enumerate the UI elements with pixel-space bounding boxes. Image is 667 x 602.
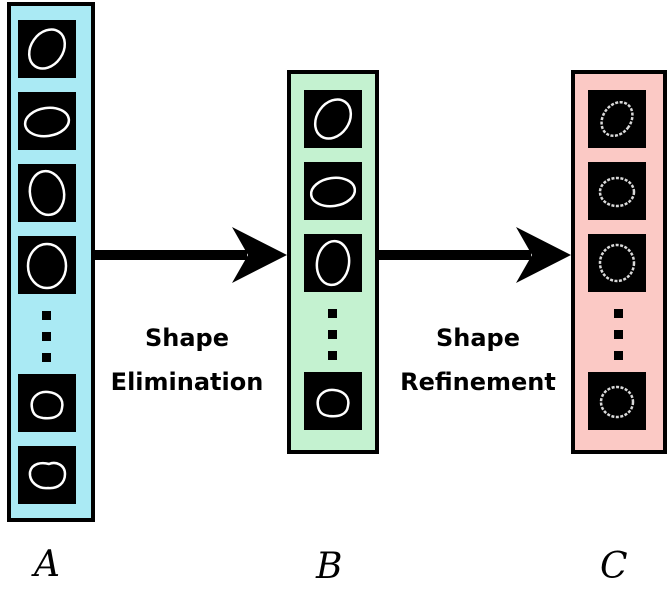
shape-tile [304,372,362,430]
shape-tile [18,164,76,222]
shape-tile [304,234,362,292]
ellipsis-dot [42,332,51,341]
shape-tile [18,20,76,78]
contour-shape [316,388,350,418]
column-label-c: C [600,546,628,587]
arrow-a-to-b [95,227,287,283]
shape-tile [18,92,76,150]
ellipsis-dot [42,353,51,362]
contour-shape [28,461,67,490]
contour-shape [598,176,636,208]
ellipsis-dot [328,330,337,339]
ellipsis-dot [614,309,623,318]
column-label-b: B [316,546,343,587]
contour-shape [600,100,634,138]
label-line: Elimination [110,368,264,396]
ellipsis-dot [614,330,623,339]
shape-tile [304,90,362,148]
contour-shape [598,243,636,283]
shape-tile [304,162,362,220]
column-c-panel [571,70,667,454]
shape-tile [588,234,646,292]
contour-shape [30,390,64,420]
contour-shape [23,106,71,138]
ellipsis-dot [328,351,337,360]
contour-shape [27,28,67,70]
shape-tile [588,162,646,220]
column-b-panel [287,70,379,454]
contour-shape [309,176,357,208]
label-line: Shape [144,324,230,352]
shape-tile [18,446,76,504]
contour-shape [28,169,66,217]
contour-shape [315,239,351,287]
shape-tile [18,236,76,294]
label-line: Shape [435,324,521,352]
column-a-panel [7,2,95,522]
shape-refinement-label: Shape Refinement [386,316,570,404]
arrow-b-to-c [379,227,571,283]
column-label-a: A [34,544,60,585]
shape-elimination-label: Shape Elimination [95,316,279,404]
label-line: Refinement [400,368,556,396]
ellipsis-dot [614,351,623,360]
ellipsis-dot [42,311,51,320]
shape-tile [18,374,76,432]
shape-tile [588,90,646,148]
contour-shape [26,242,68,290]
contour-shape [599,385,635,419]
ellipsis-dot [328,309,337,318]
shape-tile [588,372,646,430]
contour-shape [313,98,353,140]
